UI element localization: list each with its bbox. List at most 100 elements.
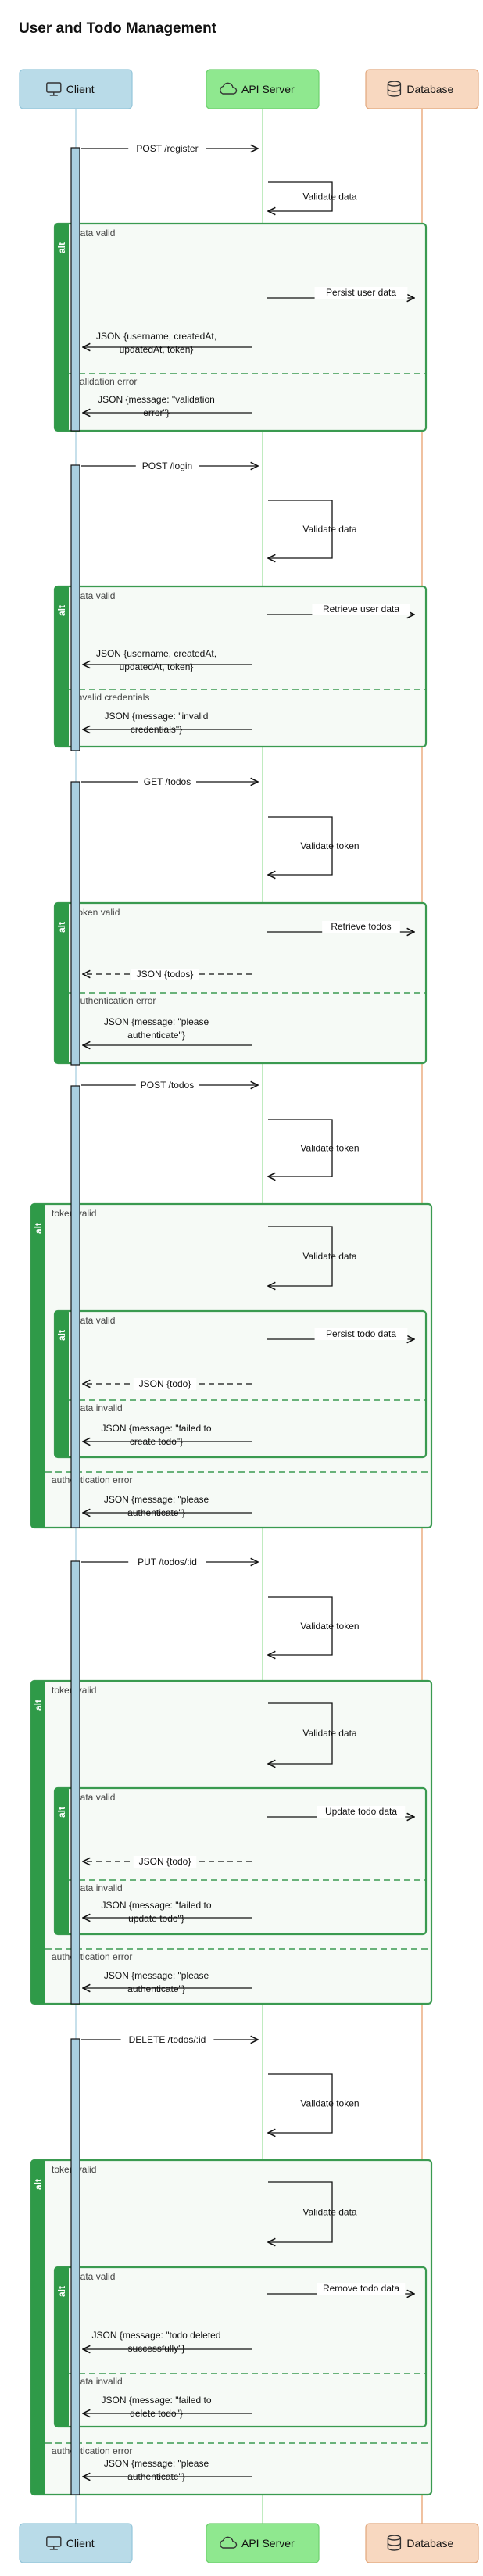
message-label-bg [317,1806,406,1818]
message-label: Retrieve todos [331,921,391,932]
guard-condition: validation error [75,376,137,387]
message-label: Persist todo data [326,1328,396,1339]
message-label: Validate token [300,1143,359,1154]
activation-bar [70,464,80,751]
guard-condition: data valid [75,1792,115,1803]
fragment-keyword: alt [33,1700,44,1711]
guard-condition: data invalid [75,2376,123,2387]
fragment-tab [55,224,69,431]
message-arrow [268,1702,333,1764]
message-label-bg [312,604,410,615]
participant-label: API Server [242,2537,295,2549]
fragment-tab [55,1311,69,1457]
guard-condition: data valid [75,590,115,601]
message: DELETE /todos/:id [81,2034,258,2046]
guard-condition: authentication error [52,2445,132,2456]
participant-box [206,69,320,109]
message-arrow [268,181,333,211]
fragment-keyword: alt [56,2286,67,2297]
message-label: Validate data [302,524,356,535]
fragment-tab [31,1204,45,1528]
message: GET /todos [81,776,258,788]
database-icon [387,81,402,97]
participant-label: Client [66,83,95,95]
participant-label: Database [406,83,453,95]
participant-box [365,69,479,109]
message-label: POST /login [142,460,192,471]
message: Retrieve todos [267,921,414,933]
participant-box [206,2523,320,2563]
participant-box [19,69,133,109]
message-label: Validate data [302,1251,356,1262]
message-label-bg [322,921,400,933]
message-label: DELETE /todos/:id [129,2034,206,2045]
cloud-icon [220,2536,238,2549]
message-label: POST /todos [141,1080,194,1091]
fragment-tab [55,2267,69,2427]
fragment-keyword: alt [56,605,67,616]
message-label: Remove todo data [323,2283,399,2294]
self-message: Validate token [268,1119,360,1177]
participant-label: API Server [242,83,295,95]
participant-client-bottom: Client [19,2523,133,2563]
message: POST /register [81,143,258,155]
fragment-keyword: alt [56,242,67,253]
message-arrow [268,1596,333,1655]
message-label: JSON {todos} [137,969,194,980]
participant-headers-top: Client API Server Database [19,69,479,109]
message-label-bg [314,287,408,299]
message-arrow [268,1119,333,1177]
activation-bar [70,781,80,1066]
fragment-tab [31,1681,45,2004]
message-label-bg [135,460,199,472]
fragment-keyword: alt [56,1330,67,1341]
message: Persist todo data [267,1328,414,1340]
message-arrow [268,2181,333,2242]
participant-box [19,2523,133,2563]
message-label-bg [128,143,206,155]
participant-client-top: Client [19,69,133,109]
message-label: Validate data [302,192,356,202]
activation-bar [70,2038,80,2495]
message-arrow [268,500,333,558]
database-icon [387,2535,402,2551]
fragment-keyword: alt [33,2179,44,2190]
message-label: POST /register [136,143,198,154]
monitor-icon [46,2536,62,2550]
message: JSON {username, createdAt,updatedAt, tok… [83,331,252,355]
fragment-tab [55,1788,69,1934]
activation-bar [70,147,80,432]
message: POST /login [81,460,258,472]
guard-condition: data invalid [75,1403,123,1413]
message: Remove todo data [267,2283,414,2295]
fragment-keyword: alt [56,922,67,933]
message-label: JSON {todo} [139,1856,191,1867]
message-label-bg [133,1378,197,1390]
message-label: Validate data [302,2207,356,2218]
message-arrow [268,1226,333,1286]
message-label-bg [135,1080,199,1091]
message: Update todo data [267,1806,414,1818]
self-message: Validate data [268,2181,357,2242]
message-label: JSON {todo} [139,1378,191,1389]
guard-condition: data invalid [75,1883,123,1893]
